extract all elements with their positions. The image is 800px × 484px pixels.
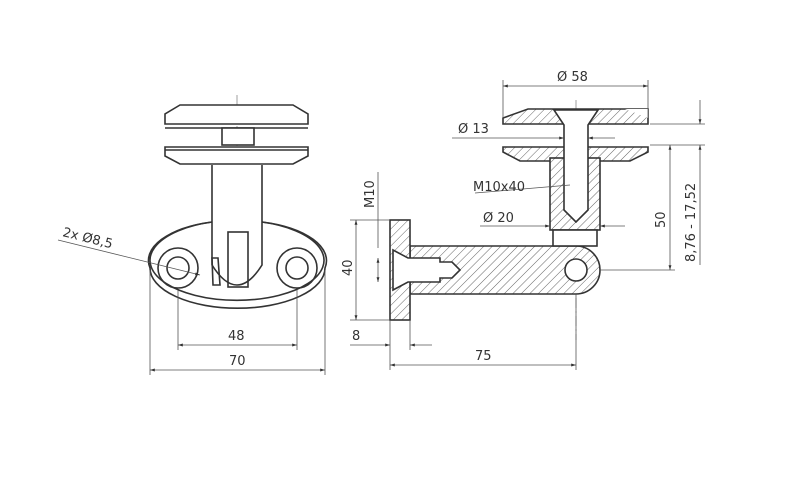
dim-base-width: 70 bbox=[229, 354, 246, 369]
clamp-screw bbox=[552, 109, 600, 224]
dim-plate-height: 40 bbox=[341, 259, 356, 276]
stem bbox=[211, 165, 263, 286]
mounting-hole-left bbox=[157, 247, 199, 289]
dim-pin-diameter: Ø 13 bbox=[458, 122, 489, 137]
dim-height: 50 bbox=[654, 211, 669, 228]
screw-label: M10x40 bbox=[473, 180, 525, 195]
dim-plate-thickness: 8 bbox=[352, 329, 360, 344]
dim-sleeve-diameter: Ø 20 bbox=[483, 211, 514, 226]
spacer bbox=[221, 127, 255, 146]
dim-glass-range: 8,76 - 17,52 bbox=[684, 183, 699, 262]
arm-section bbox=[409, 245, 601, 295]
lower-disc bbox=[164, 146, 309, 165]
dim-projection: 75 bbox=[475, 349, 492, 364]
wall-screw bbox=[392, 248, 462, 292]
dim-wall-screw: M10 bbox=[363, 180, 378, 208]
dim-disc-diameter: Ø 58 bbox=[557, 70, 588, 85]
mounting-hole-right bbox=[276, 247, 318, 289]
holes-label: 2x Ø8,5 bbox=[61, 225, 114, 252]
side-view: Ø 58 Ø 13 M10x40 Ø 20 M10 40 8 75 50 8,7… bbox=[341, 70, 705, 370]
pivot-pin bbox=[564, 258, 588, 282]
top-disc bbox=[164, 104, 309, 125]
front-view: 2x Ø8,5 48 70 bbox=[57, 95, 328, 375]
dim-hole-spacing: 48 bbox=[228, 329, 245, 344]
